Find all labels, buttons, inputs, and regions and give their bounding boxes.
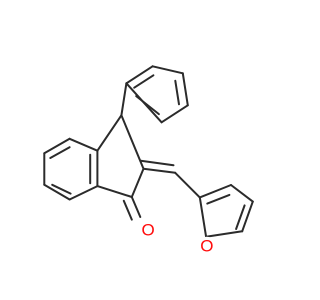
atom-mask [137,219,160,242]
exocyclic-double-bond [142,167,177,174]
benzo-bond [68,137,99,152]
furan-bond [230,184,254,203]
carbonyl-bond [130,196,142,218]
furan-inner-bond [235,204,246,230]
furan-oxygen-atom: O [196,236,218,258]
vinyl-bond [174,171,201,199]
furan-bond [198,196,208,238]
molecule-structure: O O [43,65,254,258]
benzo-bond [68,185,99,201]
furan-bond [241,200,254,233]
benzo-inner-bond [49,146,71,159]
phenyl-bond [151,65,184,75]
benzo-inner-bond [51,183,72,195]
carbonyl-bond [122,199,133,221]
atom-label: O [200,237,213,256]
phenyl-bond [181,72,189,107]
furan-bond [205,230,244,238]
phenyl-inner-bond [133,74,155,89]
phenyl-inner-bond [135,95,160,116]
carbonyl-oxygen-atom: O [137,219,160,242]
benzo-bond [43,183,71,201]
benzo-bond [43,137,71,155]
ring-bond [96,185,133,198]
bond-layer [43,65,254,238]
ring-bond [130,167,145,198]
phenyl-bond [160,104,189,124]
furan-inner-bond [206,193,231,205]
atom-mask [196,236,218,258]
phenyl-bond [125,65,154,85]
furan-bond [198,184,232,199]
atom-label: O [141,220,154,239]
exocyclic-double-bond [139,159,175,167]
phenyl-inner-bond [174,79,180,106]
ring-bond [96,114,123,152]
ring-bond [120,114,145,170]
phenyl-bond [120,82,128,117]
